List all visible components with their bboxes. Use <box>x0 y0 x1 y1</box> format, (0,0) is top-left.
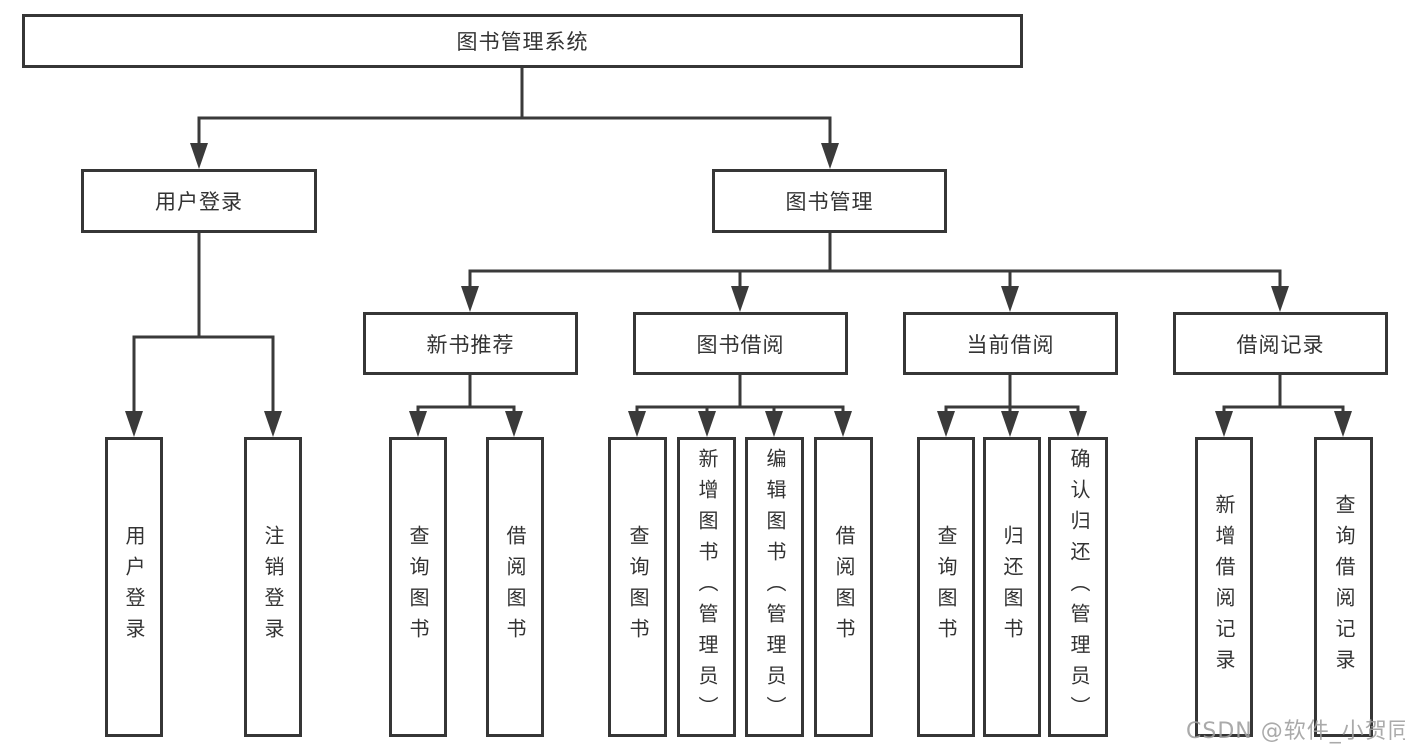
node-book-borrow: 图书借阅 <box>633 312 848 375</box>
node-current-borrow: 当前借阅 <box>903 312 1118 375</box>
node-leaf-return-book: 归还图书 <box>983 437 1041 737</box>
node-leaf-logout: 注销登录 <box>244 437 302 737</box>
edge-user-login-children <box>125 231 282 437</box>
node-leaf-edit-book-admin: 编辑图书（管理员） <box>745 437 804 737</box>
node-leaf-query-books-1: 查询图书 <box>389 437 447 737</box>
node-leaf-add-book-admin: 新增图书（管理员） <box>677 437 736 737</box>
node-book-management-branch: 图书管理 <box>712 169 947 233</box>
node-user-login-branch: 用户登录 <box>81 169 317 233</box>
edge-new-book-children <box>409 375 523 437</box>
node-leaf-borrow-books-2: 借阅图书 <box>814 437 873 737</box>
edge-book-mgmt-to-level3 <box>461 231 1289 312</box>
edge-borrow-record-children <box>1215 375 1352 437</box>
edge-book-borrow-children <box>628 375 852 437</box>
edge-current-borrow-children <box>937 375 1087 437</box>
node-leaf-query-books-3: 查询图书 <box>917 437 975 737</box>
node-leaf-query-books-2: 查询图书 <box>608 437 667 737</box>
node-new-book-recommend: 新书推荐 <box>363 312 578 375</box>
node-leaf-add-borrow-record: 新增借阅记录 <box>1195 437 1253 737</box>
node-leaf-query-borrow-record: 查询借阅记录 <box>1314 437 1373 737</box>
csdn-watermark: CSDN @软件_小贺同学 <box>1186 719 1405 744</box>
node-leaf-borrow-books-1: 借阅图书 <box>486 437 544 737</box>
node-leaf-user-login: 用户登录 <box>105 437 163 737</box>
node-leaf-confirm-return-admin: 确认归还（管理员） <box>1048 437 1108 737</box>
node-borrow-record: 借阅记录 <box>1173 312 1388 375</box>
node-root-library-system: 图书管理系统 <box>22 14 1023 68</box>
edge-root-to-level2 <box>190 66 839 169</box>
